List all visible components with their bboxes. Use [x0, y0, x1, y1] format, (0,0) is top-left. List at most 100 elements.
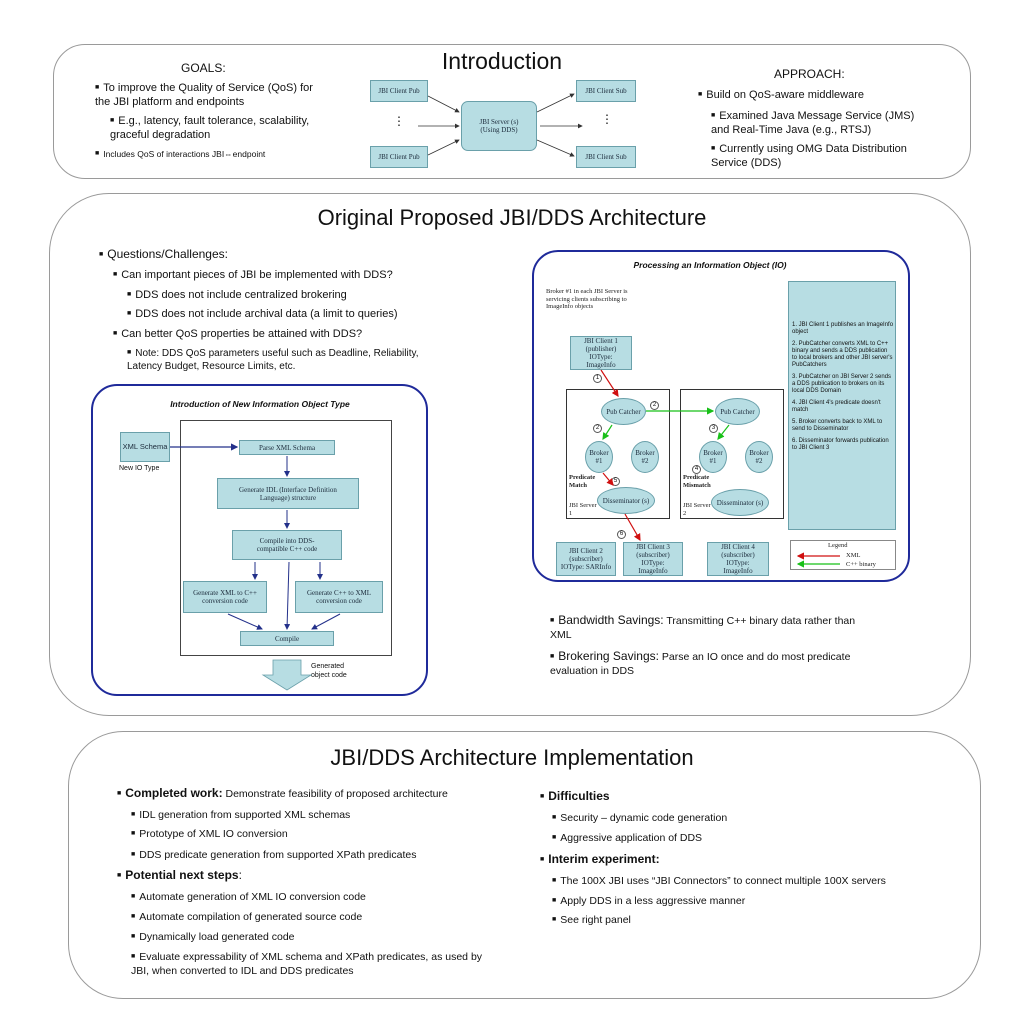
- completed-head: Completed work:: [125, 786, 223, 800]
- completed-text: Demonstrate feasibility of proposed arch…: [225, 788, 448, 800]
- approach-item: ■Examined Java Message Service (JMS) and…: [711, 110, 915, 136]
- generated-code-label: Generated object code: [311, 663, 347, 679]
- jbi-client-1-box: JBI Client 1 (publisher) IOType: ImageIn…: [570, 336, 632, 370]
- implementation-panel: [68, 731, 981, 999]
- next-item-text: Evaluate expressability of XML schema an…: [131, 951, 483, 977]
- legend-cpp-label: C++ binary: [846, 561, 876, 568]
- legend-box: [790, 540, 896, 570]
- interim-item-text: The 100X JBI uses “JBI Connectors” to co…: [560, 875, 886, 887]
- step-number: 1: [593, 374, 602, 383]
- xml-schema-box: XML Schema: [120, 432, 170, 462]
- difficulties-head: Difficulties: [548, 789, 610, 803]
- goal-item-text: E.g., latency, fault tolerance, scalabil…: [110, 115, 310, 141]
- broker-2-oval: Broker #2: [745, 441, 773, 473]
- jbi-client-2-box: JBI Client 2 (subscriber) IOType: SARInf…: [556, 542, 616, 576]
- savings-item: ■Bandwidth Savings: Transmitting C++ bin…: [550, 613, 856, 641]
- goal-item: ■E.g., latency, fault tolerance, scalabi…: [110, 115, 310, 141]
- step-number: 2: [593, 424, 602, 433]
- gen-cpp-xml-box: Generate C++ to XML conversion code: [295, 581, 383, 613]
- goals-heading: GOALS:: [181, 61, 226, 75]
- question-note: ■Note: DDS QoS parameters useful such as…: [127, 348, 419, 372]
- goal-item-text: Includes QoS of interactions JBI⇔endpoin…: [103, 149, 266, 159]
- client-pub-box: JBI Client Pub: [370, 80, 428, 102]
- jbi-client-3-box: JBI Client 3 (subscriber) IOType: ImageI…: [623, 542, 683, 576]
- io-flow-frame: [180, 420, 392, 656]
- next-steps-head: Potential next steps: [125, 868, 239, 882]
- jbi-server-2-frame: [680, 389, 784, 519]
- question-text: DDS does not include archival data (a li…: [135, 308, 398, 320]
- vertical-ellipsis: ⋮: [601, 112, 613, 126]
- question-item: ■Can important pieces of JBI be implemen…: [113, 269, 393, 281]
- completed-item-text: Prototype of XML IO conversion: [139, 828, 288, 840]
- broker-note: Broker #1 in each JBI Server is servicin…: [546, 288, 628, 310]
- difficulties-item: ■Security – dynamic code generation: [552, 812, 728, 824]
- step-number: 4: [692, 465, 701, 474]
- legend-title: Legend: [828, 542, 848, 549]
- goal-item: ■To improve the Quality of Service (QoS)…: [95, 82, 313, 108]
- next-item: ■Dynamically load generated code: [131, 931, 295, 943]
- goal-item-text: To improve the Quality of Service (QoS) …: [95, 82, 313, 108]
- pub-catcher-oval: Pub Catcher: [601, 398, 646, 425]
- question-item: ■DDS does not include archival data (a l…: [127, 308, 398, 320]
- completed-item: ■DDS predicate generation from supported…: [131, 849, 417, 861]
- savings-text: Transmitting C++ binary data rather than…: [550, 615, 856, 641]
- predicate-mismatch-label: Predicate Mismatch: [683, 474, 711, 489]
- jbi-server-2-label: JBI Server 2: [683, 502, 711, 517]
- compile-dds-box: Compile into DDS-compatible C++ code: [232, 530, 342, 560]
- broker-1-oval: Broker #1: [585, 441, 613, 473]
- intro-diagram-arrows: [418, 93, 583, 157]
- completed-item-text: DDS predicate generation from supported …: [139, 849, 417, 861]
- goal-item: ■Includes QoS of interactions JBI⇔endpoi…: [95, 149, 266, 159]
- approach-item-text: Examined Java Message Service (JMS) and …: [711, 110, 915, 136]
- approach-item-text: Currently using OMG Data Distribution Se…: [711, 143, 907, 169]
- next-item-text: Automate compilation of generated source…: [139, 911, 363, 923]
- difficulties-item-text: Security – dynamic code generation: [560, 812, 728, 824]
- generate-idl-box: Generate IDL (Interface Definition Langu…: [217, 478, 359, 509]
- savings-head: Bandwidth Savings:: [558, 613, 664, 627]
- interim-head: Interim experiment:: [548, 852, 660, 866]
- approach-item-text: Build on QoS-aware middleware: [706, 89, 864, 101]
- jbi-client-4-box: JBI Client 4 (subscriber) IOType: ImageI…: [707, 542, 769, 576]
- pub-catcher-oval: Pub Catcher: [715, 398, 760, 425]
- implementation-title: JBI/DDS Architecture Implementation: [330, 745, 694, 770]
- interim-item: ■See right panel: [552, 914, 631, 926]
- question-item: ■Questions/Challenges:: [99, 247, 228, 261]
- next-item-text: Automate generation of XML IO conversion…: [139, 891, 366, 903]
- next-item: ■Automate generation of XML IO conversio…: [131, 891, 366, 903]
- client-sub-box: JBI Client Sub: [576, 146, 636, 168]
- question-text: DDS does not include centralized brokeri…: [135, 289, 347, 301]
- question-item: ■DDS does not include centralized broker…: [127, 289, 347, 301]
- savings-text: Parse an IO once and do most predicate e…: [550, 651, 851, 677]
- step-item: 4. JBI Client 4's predicate doesn't matc…: [792, 400, 881, 413]
- step-item: 6. Disseminator forwards publication to …: [792, 438, 889, 451]
- predicate-match-label: Predicate Match: [569, 474, 596, 489]
- savings-item: ■Brokering Savings: Parse an IO once and…: [550, 649, 851, 677]
- completed-item: ■IDL generation from supported XML schem…: [131, 809, 351, 821]
- broker-2-oval: Broker #2: [631, 441, 659, 473]
- vertical-ellipsis: ⋮: [393, 114, 405, 128]
- difficulties-item-text: Aggressive application of DDS: [560, 832, 703, 844]
- question-text: Can important pieces of JBI be implement…: [121, 269, 393, 281]
- difficulties: ■Difficulties: [540, 789, 610, 803]
- compile-box: Compile: [240, 631, 334, 646]
- io-type-panel-title: Introduction of New Information Object T…: [170, 399, 350, 409]
- client-pub-box: JBI Client Pub: [370, 146, 428, 168]
- step-number: 6: [617, 530, 626, 539]
- step-item: 5. Broker converts back to XML to send t…: [792, 419, 883, 432]
- architecture-title: Original Proposed JBI/DDS Architecture: [317, 205, 707, 230]
- step-number: 2: [650, 401, 659, 410]
- jbi-server-box: JBI Server (s) (Using DDS): [461, 101, 537, 151]
- new-io-type-label: New IO Type: [119, 465, 160, 472]
- steps-list-panel: [788, 281, 896, 530]
- steps-list: 1. JBI Client 1 publishes an ImageInfo o…: [792, 322, 894, 452]
- next-item-text: Dynamically load generated code: [139, 931, 295, 943]
- difficulties-item: ■Aggressive application of DDS: [552, 832, 703, 844]
- jbi-server-1-label: JBI Server 1: [569, 502, 597, 517]
- approach-item: ■Currently using OMG Data Distribution S…: [711, 143, 907, 169]
- gen-xml-cpp-box: Generate XML to C++ conversion code: [183, 581, 267, 613]
- approach-heading: APPROACH:: [774, 67, 845, 81]
- disseminator-oval: Disseminator (s): [711, 489, 769, 516]
- next-item: ■Automate compilation of generated sourc…: [131, 911, 363, 923]
- approach-item: ■Build on QoS-aware middleware: [698, 89, 864, 101]
